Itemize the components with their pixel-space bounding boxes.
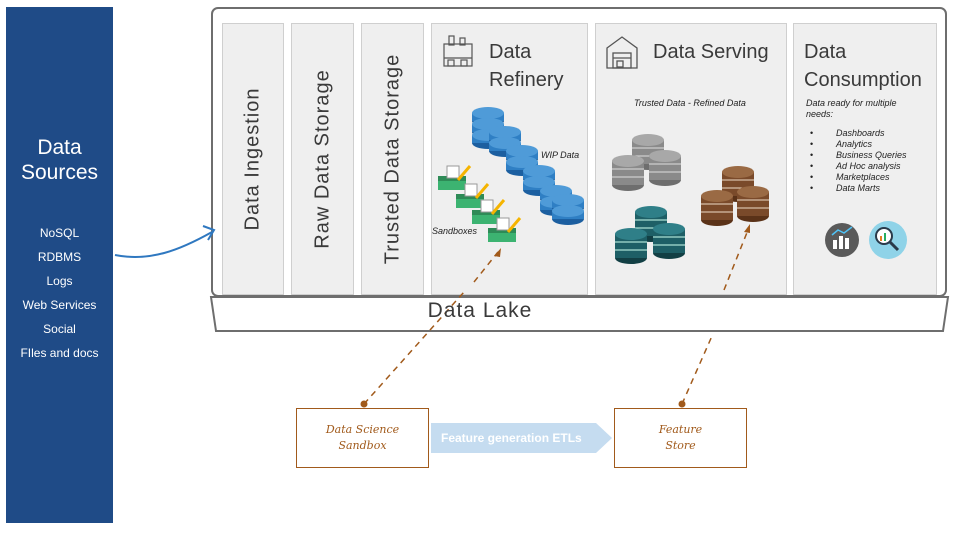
column-raw-data-storage: Raw Data Storage [291,23,354,295]
column-data-refinery: Data Refinery WIP Data Sandboxes [431,23,588,295]
data-sources-title-line1: Data [37,136,82,159]
source-list: NoSQL RDBMS Logs Web Services Social FIl… [6,225,113,369]
warehouse-icon [606,36,638,69]
need-item: Marketplaces [794,172,938,183]
feature-generation-etl-arrow: Feature generation ETLs [431,423,596,453]
source-item: Web Services [22,298,97,312]
data-refinery-title-line1: Data [489,41,532,63]
data-consumption-title-line2: Consumption [804,69,922,91]
feature-store-connector [678,224,750,408]
source-item: NoSQL [39,226,80,240]
sandbox-label-line2: Sandbox [338,439,387,452]
consumption-intro: Data ready for multiple needs: [806,98,897,119]
etl-arrow-tip [596,423,612,453]
serving-teal-databases [615,206,685,264]
data-sources-panel: Data Sources NoSQL RDBMS Logs Web Servic… [6,7,113,523]
need-item: Ad Hoc analysis [794,161,938,172]
data-lake-base [209,296,950,332]
column-data-consumption: Data Consumption Data ready for multiple… [793,23,937,295]
source-item: RDBMS [37,250,82,264]
ingestion-arrow [114,231,213,259]
feature-store-box: Feature Store [614,408,747,468]
analytics-magnifier-icon [869,221,907,259]
sandboxes-label: Sandboxes [432,226,478,236]
sandbox-icons [438,165,522,242]
factory-icon [443,35,473,67]
data-sources-title-line2: Sources [20,161,99,184]
column-data-ingestion: Data Ingestion [222,23,284,295]
need-item: Business Queries [794,150,938,161]
sandbox-connector [360,248,501,408]
sandbox-label-line1: Data Science [325,423,400,436]
need-item: Dashboards [794,128,938,139]
dashboard-chart-icon [825,223,859,257]
feature-store-label-line1: Feature [658,423,703,436]
need-item: Analytics [794,139,938,150]
data-sources-title: Data Sources [6,135,113,185]
source-item: Logs [46,274,73,288]
source-item: Social [43,322,76,336]
data-refinery-title: Data Refinery [489,38,563,94]
ingestion-arrowhead [202,225,216,241]
column-trusted-data-storage: Trusted Data Storage [361,23,424,295]
feature-store-label-line2: Store [665,439,696,452]
data-serving-title: Data Serving [653,41,769,63]
wip-data-label: WIP Data [541,150,580,160]
data-consumption-title-line1: Data [804,41,847,63]
serving-subtitle: Trusted Data - Refined Data [634,98,746,108]
data-lake-container: Data Ingestion Raw Data Storage Trusted … [211,7,947,297]
source-item: FIles and docs [20,346,99,360]
serving-brown-databases [701,166,769,226]
data-lake-label: Data Lake [427,299,533,322]
consumption-needs-list: Dashboards Analytics Business Queries Ad… [794,128,938,194]
serving-gray-databases [612,134,681,191]
need-item: Data Marts [794,183,938,194]
data-consumption-title: Data Consumption [804,38,922,94]
data-refinery-title-line2: Refinery [489,69,564,91]
data-science-sandbox-box: Data Science Sandbox [296,408,429,468]
